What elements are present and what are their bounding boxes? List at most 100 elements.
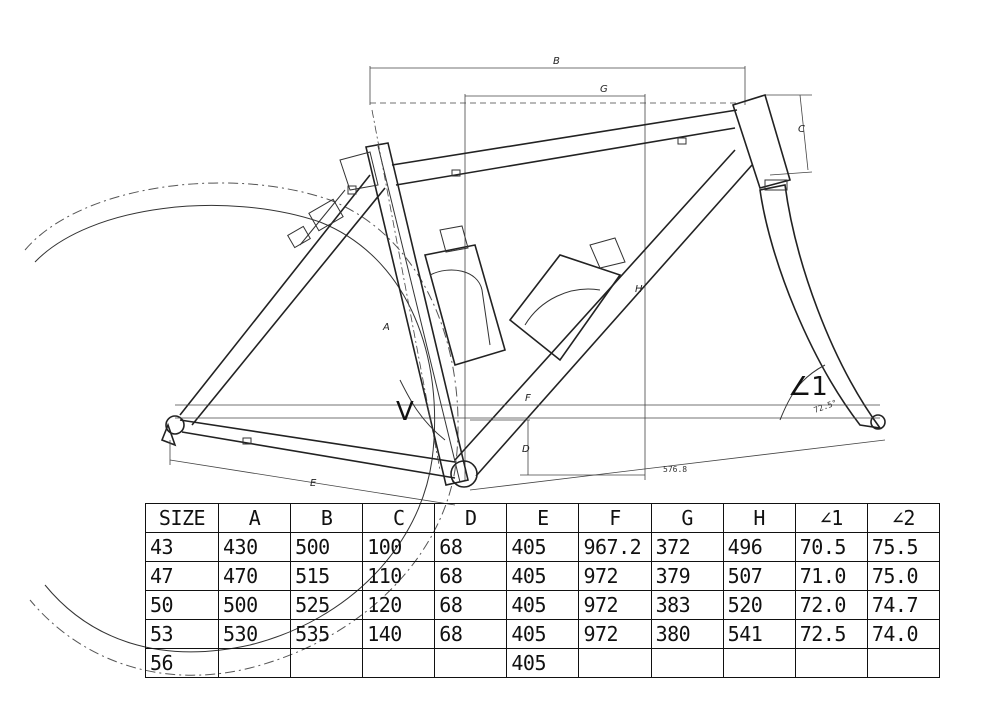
value-cell: 68	[434, 532, 508, 562]
value-cell: 535	[290, 619, 364, 649]
column-header: F	[578, 503, 652, 533]
seat-angle-marker: V	[396, 379, 446, 441]
head-tube	[731, 93, 791, 189]
value-cell: 967.2	[578, 532, 652, 562]
value-cell: 120	[362, 590, 436, 620]
value-cell: 379	[650, 561, 724, 591]
label-v: V	[396, 397, 414, 427]
value-cell: 470	[217, 561, 292, 591]
value-cell: 430	[217, 532, 292, 562]
column-header: D	[434, 503, 508, 533]
label-g: G	[600, 84, 608, 95]
value-cell: 74.0	[866, 619, 941, 649]
value-cell: 372	[650, 532, 724, 562]
size-cell: 56	[145, 648, 219, 678]
column-header: A	[217, 503, 292, 533]
dimension-c: C	[765, 94, 813, 176]
value-cell: 75.0	[866, 561, 941, 591]
size-cell: 47	[145, 561, 219, 591]
value-cell: 140	[362, 619, 436, 649]
label-e: E	[310, 478, 317, 489]
value-cell: 972	[578, 619, 652, 649]
value-cell: 972	[578, 590, 652, 620]
value-cell	[866, 648, 941, 678]
dimension-f: F	[175, 393, 880, 419]
value-cell: 541	[722, 619, 796, 649]
column-header: E	[506, 503, 580, 533]
size-cell: 50	[145, 590, 219, 620]
value-cell: 405	[506, 648, 580, 678]
column-header: H	[722, 503, 796, 533]
value-cell: 496	[722, 532, 796, 562]
value-cell: 507	[722, 561, 796, 591]
label-l1: ∠1	[788, 372, 828, 402]
value-cell: 100	[362, 532, 436, 562]
rear-brake	[287, 185, 357, 249]
column-header: G	[650, 503, 724, 533]
value-cell	[217, 648, 292, 678]
value-cell	[794, 648, 868, 678]
column-header: C	[362, 503, 436, 533]
label-a: A	[382, 322, 390, 333]
seat-tube	[339, 142, 469, 486]
value-cell: 380	[650, 619, 724, 649]
value-cell	[290, 648, 364, 678]
value-cell: 405	[506, 619, 580, 649]
label-b: B	[553, 56, 560, 67]
wheelbase-line: 576.8	[469, 439, 886, 491]
value-cell: 110	[362, 561, 436, 591]
dimension-b: B	[369, 56, 746, 105]
dimension-g: G	[464, 84, 646, 480]
column-header: ∠2	[866, 503, 941, 533]
value-cell: 68	[434, 619, 508, 649]
value-cell: 500	[217, 590, 292, 620]
rear-dropout	[160, 415, 185, 447]
value-cell: 405	[506, 590, 580, 620]
top-tube	[391, 109, 738, 186]
value-cell: 405	[506, 532, 580, 562]
value-cell: 71.0	[794, 561, 868, 591]
value-cell	[362, 648, 436, 678]
column-header: SIZE	[145, 503, 219, 533]
value-cell: 72.0	[794, 590, 868, 620]
value-cell: 74.7	[866, 590, 941, 620]
value-cell: 500	[290, 532, 364, 562]
down-tube	[454, 149, 753, 477]
value-cell: 68	[434, 590, 508, 620]
value-cell: 972	[578, 561, 652, 591]
seat-stay	[179, 174, 386, 426]
column-header: B	[290, 503, 364, 533]
label-d: D	[522, 444, 530, 455]
bottle-cage-seat	[424, 225, 506, 367]
size-cell: 53	[145, 619, 219, 649]
wheelbase-value: 576.8	[663, 465, 687, 474]
value-cell: 383	[650, 590, 724, 620]
value-cell: 70.5	[794, 532, 868, 562]
label-f: F	[525, 393, 531, 404]
value-cell: 405	[506, 561, 580, 591]
value-cell: 520	[722, 590, 796, 620]
dimension-e: E	[169, 440, 456, 506]
label-c: C	[798, 124, 805, 135]
dimension-a: A	[371, 109, 441, 471]
value-cell	[650, 648, 724, 678]
chain-stay	[179, 419, 456, 479]
value-cell: 530	[217, 619, 292, 649]
value-cell: 515	[290, 561, 364, 591]
table-row: 56 405	[145, 648, 941, 678]
bottom-bracket	[450, 460, 478, 488]
fork	[759, 179, 886, 430]
bottle-cage-down	[508, 237, 626, 362]
value-cell: 68	[434, 561, 508, 591]
size-cell: 43	[145, 532, 219, 562]
value-cell: 75.5	[866, 532, 941, 562]
head-angle-marker: ∠1 72.5°	[779, 364, 838, 421]
value-cell: 72.5	[794, 619, 868, 649]
